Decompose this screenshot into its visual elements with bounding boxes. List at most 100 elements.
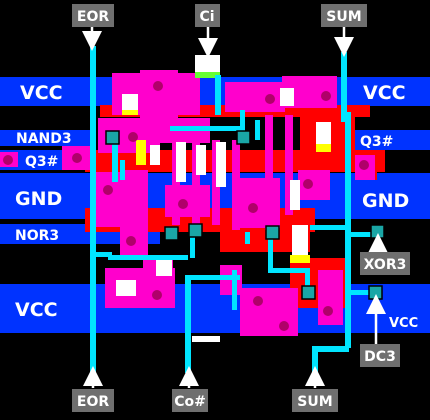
contact [253, 296, 263, 306]
wire [240, 110, 245, 140]
dc3-pin: DC3 [364, 349, 396, 365]
poly-gate [285, 115, 293, 215]
via-layer [105, 130, 385, 300]
wire [170, 126, 240, 131]
overlap [316, 144, 331, 152]
contact [72, 153, 82, 163]
sum-top-pin: SUM [326, 9, 361, 25]
diffusion-region [220, 232, 310, 252]
co-wire [185, 275, 240, 280]
pin-box [292, 389, 338, 412]
wire [120, 160, 125, 180]
contact [126, 236, 136, 246]
overlap [216, 142, 226, 187]
contact [178, 199, 188, 209]
xor3-via [370, 224, 385, 239]
q3n-label: Q3# [25, 154, 58, 170]
contact [128, 132, 138, 142]
eor-bottom-pin: EOR [77, 394, 109, 410]
wire [112, 137, 118, 182]
contact [152, 290, 162, 300]
contact [303, 179, 313, 189]
nor3-label: NOR3 [15, 228, 59, 244]
dc3-via [368, 285, 383, 300]
sum-bottom-pin: SUM [297, 394, 332, 410]
pin-box [172, 389, 208, 412]
pin-labels [82, 27, 388, 388]
overlap [136, 140, 146, 165]
wire [255, 120, 260, 140]
overlap [195, 72, 220, 78]
via [105, 130, 120, 145]
co-wire [185, 275, 191, 373]
wire [310, 225, 350, 230]
overlap [122, 110, 138, 115]
ci-pin: Ci [199, 9, 214, 25]
contact [279, 321, 289, 331]
poly-gate [172, 140, 180, 225]
nand3-rail [0, 130, 95, 146]
overlap [316, 122, 331, 144]
co-n-pin: Co# [174, 394, 206, 410]
wire [232, 270, 237, 310]
gnd-label: GND [15, 188, 62, 210]
overlap [122, 94, 138, 112]
via [301, 285, 316, 300]
overlap [292, 225, 308, 257]
contact [359, 160, 369, 170]
pin-box [195, 4, 220, 27]
overlap [150, 145, 160, 165]
via [265, 225, 280, 240]
pin-boxes: EOR Ci SUM EOR Co# SUM XOR3 DC3 [72, 4, 410, 412]
overlap-layer [116, 55, 331, 342]
rail-labels: VCC VCC NAND3 Q3# Q3# GND GND NOR3 VCC V… [15, 82, 418, 331]
poly-gate [192, 140, 200, 230]
poly-region [298, 170, 330, 200]
overlap [195, 55, 220, 73]
wire [245, 232, 250, 244]
contact-layer [3, 81, 369, 331]
contact [321, 91, 331, 101]
q3n-label: Q3# [360, 134, 393, 150]
pin-box [360, 344, 400, 367]
wire [305, 268, 310, 294]
poly-region [165, 185, 210, 217]
overlap [116, 280, 136, 296]
dc3-wire [345, 290, 380, 295]
via [188, 223, 203, 238]
overlap [156, 258, 172, 276]
pin-box [72, 389, 114, 412]
poly-region [240, 288, 298, 336]
vcc-label: VCC [15, 299, 58, 321]
ci-wire [215, 75, 221, 115]
overlap [176, 142, 186, 182]
contact [153, 81, 163, 91]
overlap [290, 180, 300, 210]
vcc-label: VCC [363, 82, 406, 104]
q3n-rail-right [355, 130, 430, 150]
eor-wire [90, 46, 96, 376]
contact [248, 203, 258, 213]
poly-region [225, 82, 285, 112]
poly-gate [232, 140, 240, 230]
contact [323, 306, 333, 316]
sum-wire [341, 52, 347, 122]
via [164, 226, 179, 241]
xor3-wire [345, 232, 380, 237]
wire [268, 232, 273, 272]
pin-box [72, 4, 114, 27]
metal2-layer [90, 46, 380, 376]
sum-wire [312, 346, 318, 374]
gnd-label: GND [362, 190, 409, 212]
contact [103, 185, 113, 195]
poly-gate [265, 115, 273, 230]
vcc-label: VCC [20, 82, 63, 104]
contact [3, 155, 13, 165]
eor-top-pin: EOR [77, 9, 109, 25]
pin-box [321, 4, 367, 27]
poly-region [318, 270, 343, 325]
nand3-label: NAND3 [16, 131, 72, 147]
wire [190, 232, 195, 258]
overlap [290, 255, 310, 263]
